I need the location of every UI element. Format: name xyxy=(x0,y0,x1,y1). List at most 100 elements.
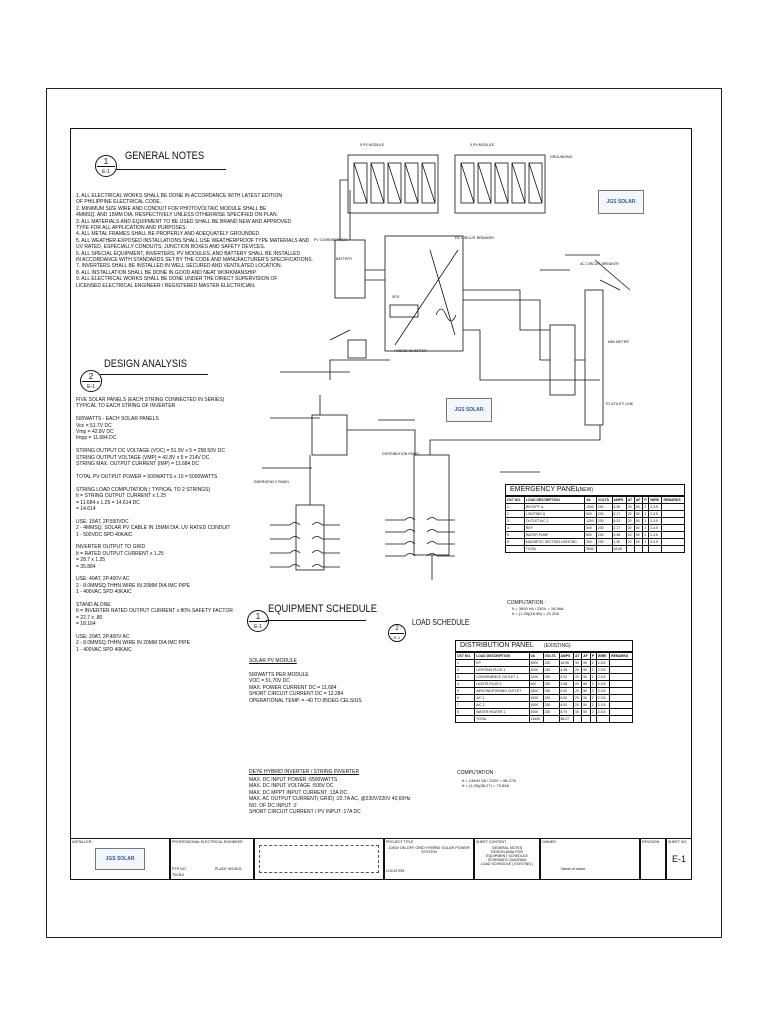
table-cell: 20 xyxy=(572,680,583,688)
installer-cell: INSTALLER : JGS SOLAR xyxy=(70,838,170,880)
table-cell: 230 xyxy=(595,538,613,546)
table-cell xyxy=(595,545,613,553)
pv-array-left-label: 5 PV MODULE xyxy=(360,143,385,147)
pv-array-right xyxy=(454,154,546,214)
pv-array-right-label: 5 PV MODULE xyxy=(470,143,495,147)
column-header: AF xyxy=(581,652,591,660)
table-cell: 230 xyxy=(595,510,613,518)
sheet-content-line: EQUIPMENT SCHEDULE xyxy=(486,854,528,858)
table-cell xyxy=(609,680,633,688)
note-line: 9. ALL ELECTRICAL WORKS SHALL BE DONE UN… xyxy=(76,276,278,283)
analysis-line: STRING OUTPUT VOLTAGE (VMP) = 42.8V x 5 … xyxy=(76,454,210,461)
analysis-line: 2 - 4MMSQ. SOLAR PV CABLE IN 15MM DIA. U… xyxy=(76,525,231,532)
table-cell xyxy=(454,715,476,723)
table-cell: 8 xyxy=(454,708,476,716)
table-cell: 50 xyxy=(633,524,644,532)
note-line: 4. ALL METAL FRAMES SHALL BE PROPERLY AN… xyxy=(76,231,261,238)
table-cell: 2-3.5 xyxy=(648,517,663,525)
grounding-label: GROUNDING xyxy=(550,155,573,159)
table-cell: 1500 xyxy=(528,687,544,695)
table-cell: 6.52 xyxy=(558,701,575,709)
spec-line: OPERATIONAL TEMP. = -40 TO 85DEG CELSIUS xyxy=(249,697,362,704)
table-cell: 230 xyxy=(542,673,560,681)
spec-line: SHORT CIRCUIT CURRENT / PV INPUT :17A DC xyxy=(249,809,361,816)
analysis-line: = 22.7 x .80 xyxy=(76,614,103,621)
table-cell: 800 xyxy=(528,680,544,688)
design-analysis-title: DESIGN ANALYSIS xyxy=(104,358,187,370)
table-cell: 20 xyxy=(572,701,583,709)
equipment-schedule-title: EQUIPMENT SCHEDULE xyxy=(268,603,377,615)
ac-breaker-label: AC CIRCUIT BREAKER xyxy=(580,262,619,266)
table-cell: 50 xyxy=(633,531,644,539)
table-cell: 2-3.5 xyxy=(648,538,663,546)
spec-line: MAX. POWER CURRENT DC = 11.684 xyxy=(249,684,337,691)
table-cell: 1 xyxy=(505,503,525,511)
table-cell: 1500 xyxy=(528,694,544,702)
note-line: 4MMSQ. AND 15MM DIA. RESPECTIVELY UNLESS… xyxy=(76,212,278,219)
table-cell xyxy=(661,503,685,511)
table-cell: LIGHTING PLUG 1 xyxy=(474,666,530,674)
table-cell: 1.30 xyxy=(611,538,627,546)
inverter-heading: DEYE HYBRID INVERTER / STRING INVERTER xyxy=(249,769,360,775)
analysis-line: = 14.614 xyxy=(76,505,96,512)
column-header: WIRE xyxy=(595,652,611,660)
analysis-line: = 18.164 xyxy=(76,621,96,628)
sheet-content-line: SCHEMATIC DIAGRAM xyxy=(487,858,527,862)
table-cell xyxy=(661,510,685,518)
title-underline xyxy=(266,620,366,621)
breaker-symbol xyxy=(270,536,340,540)
table-cell xyxy=(609,687,633,695)
spec-line: VOC = 51.70V DC xyxy=(249,678,290,685)
table-cell: 20 xyxy=(625,538,635,546)
distribution-panel-label: DISTRIBUTION PANEL xyxy=(382,452,420,456)
pv-array-left xyxy=(347,154,439,214)
table-cell: 50 xyxy=(581,687,591,695)
table-cell: 230 xyxy=(595,531,613,539)
table-cell xyxy=(625,545,635,553)
page-frame xyxy=(46,88,722,938)
analysis-line: 1 - 500VDC SPD 40KAIC xyxy=(76,531,133,538)
table-cell: 1000 xyxy=(528,666,544,674)
column-header: AF xyxy=(633,496,644,504)
pv-module xyxy=(528,162,543,204)
table-cell: 3 xyxy=(505,517,525,525)
table-cell: 230 xyxy=(542,687,560,695)
column-header: WIRE xyxy=(648,496,663,504)
analysis-line: USE: 20AT, 2P,400V AC xyxy=(76,634,130,641)
table-cell: 18.69 xyxy=(611,545,627,553)
analysis-line: It = RATED OUTPUT CURRENT x 1.25 xyxy=(76,550,164,557)
table-cell xyxy=(542,715,560,723)
column-header: VA xyxy=(584,496,597,504)
analysis-line: FIVE SOLAR PANELS (EACH STRING CONNECTED… xyxy=(76,397,225,403)
table-cell: REF xyxy=(523,524,586,532)
breaker-symbol xyxy=(270,564,340,568)
table-cell: 500 xyxy=(584,510,597,518)
table-cell: WATER HEATER 1 xyxy=(474,708,530,716)
table-cell: AIRCONDITIONING OUTLET xyxy=(474,687,530,695)
table-cell: 50 xyxy=(633,503,644,511)
table-cell: WATER PUMP xyxy=(523,531,586,539)
table-cell: 2-3.5 xyxy=(648,531,663,539)
computation-line: It = (1.25)(58.27) = 72.83A xyxy=(462,783,510,788)
table-cell: 230 xyxy=(542,666,560,674)
table-cell: 30 xyxy=(572,708,583,716)
table-cell: 50 xyxy=(581,708,591,716)
analysis-line: USE: 15AT, 2P,550VDC xyxy=(76,518,129,525)
note-line: 8. ALL INSTALLATION SHALL BE DONE IN GOO… xyxy=(76,269,257,276)
note-line: 3. ALL MATERIALS AND EQUIPMENT TO BE USE… xyxy=(76,218,292,225)
table-cell: 50 xyxy=(581,680,591,688)
table-cell: 3.48 xyxy=(558,680,575,688)
table-cell: 6.52 xyxy=(558,694,575,702)
table-cell xyxy=(609,701,633,709)
emergency-panel-header: EMERGENCY PANEL (NEW) xyxy=(505,484,685,496)
revision-cell: REVISION xyxy=(640,838,666,880)
